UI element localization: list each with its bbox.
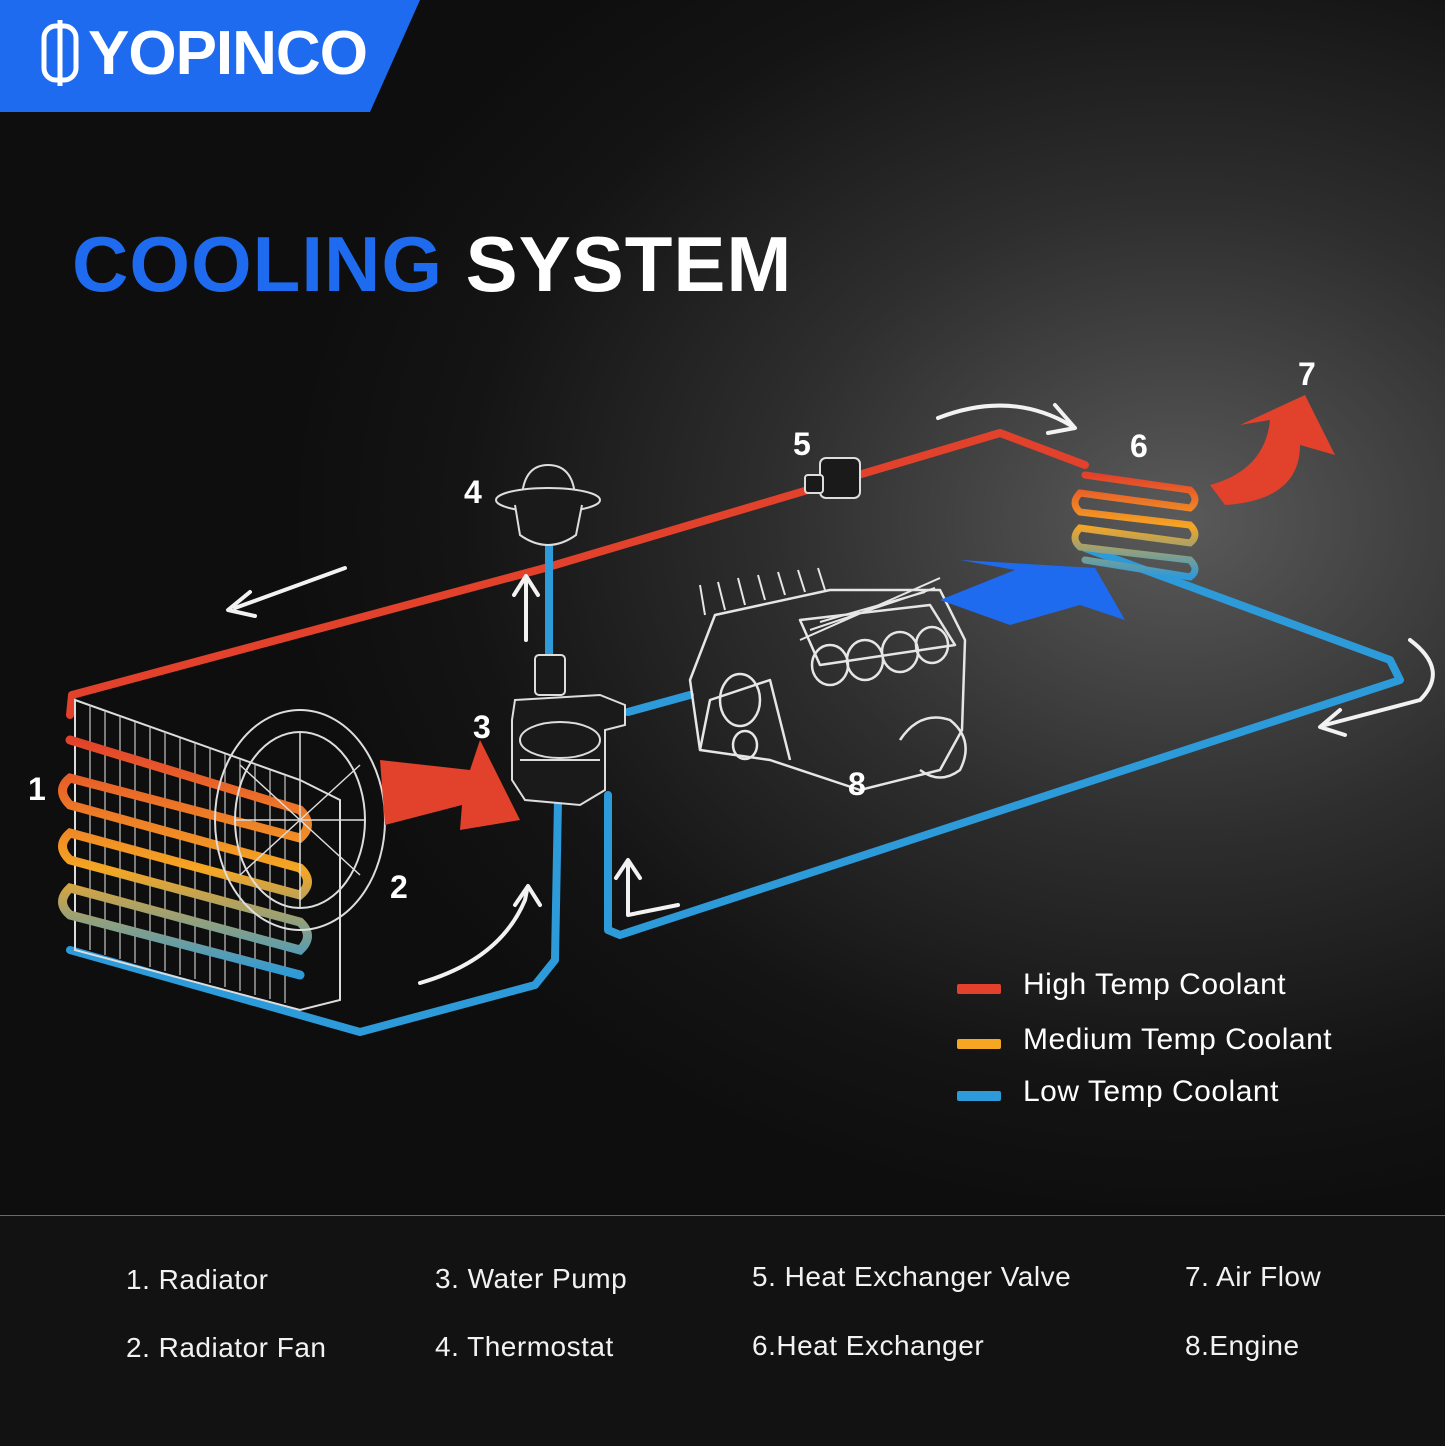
component-radiator: 1. Radiator — [126, 1264, 269, 1295]
legend-swatch-medium — [957, 1039, 1001, 1049]
air-flow-arrow-icon — [1210, 395, 1335, 505]
legend-item-low: Low Temp Coolant — [955, 1069, 1395, 1121]
title-word-cooling: COOLING — [72, 220, 443, 308]
brand-name: YOPINCO — [88, 19, 368, 88]
component-heat-exchanger: 6.Heat Exchanger — [752, 1330, 985, 1361]
legend-swatch-low — [957, 1091, 1001, 1101]
label-number-5: 5 — [793, 426, 811, 462]
heat-exchanger-icon — [1071, 471, 1199, 581]
thermostat-icon — [495, 463, 601, 546]
label-number-7: 7 — [1298, 356, 1316, 392]
low-temp-bottom-pipe — [66, 796, 562, 1036]
label-number-3: 3 — [473, 709, 491, 745]
radiator-icon — [58, 698, 341, 1012]
water-pump-icon — [511, 654, 626, 807]
label-number-8: 8 — [848, 766, 866, 802]
component-radiator-fan: 2. Radiator Fan — [126, 1332, 327, 1363]
high-temp-pipe — [66, 429, 1089, 719]
label-number-4: 4 — [464, 474, 482, 510]
brand-tab: YOPINCO — [0, 0, 420, 112]
valve-icon — [804, 457, 861, 499]
fan-airflow-arrow-icon — [380, 740, 520, 830]
low-temp-return-pipe — [604, 544, 1404, 939]
legend-swatch-high — [957, 984, 1001, 994]
label-number-2: 2 — [390, 869, 408, 905]
component-air-flow: 7. Air Flow — [1185, 1261, 1322, 1292]
blue-flow-arrow-icon — [940, 560, 1125, 625]
yopinco-logo-icon — [41, 20, 79, 86]
flow-direction-arrows — [226, 403, 1435, 985]
label-number-1: 1 — [28, 771, 46, 807]
legend-item-medium: Medium Temp Coolant — [955, 1017, 1395, 1069]
fan-icon — [214, 709, 386, 931]
page-title: COOLING SYSTEM — [72, 218, 792, 310]
component-engine: 8.Engine — [1185, 1330, 1300, 1361]
legend-label-low: Low Temp Coolant — [1023, 1075, 1279, 1108]
coolant-pipes — [66, 429, 1404, 1036]
legend-label-medium: Medium Temp Coolant — [1023, 1023, 1333, 1056]
cooling-system-diagram: 1 2 3 4 5 6 7 8 — [28, 356, 1435, 1036]
engine-icon — [688, 567, 967, 792]
legend-label-high: High Temp Coolant — [1023, 968, 1287, 1001]
label-number-6: 6 — [1130, 428, 1148, 464]
title-word-system: SYSTEM — [465, 220, 793, 308]
component-thermostat: 4. Thermostat — [435, 1331, 614, 1362]
component-heat-exchanger-valve: 5. Heat Exchanger Valve — [752, 1261, 1072, 1292]
legend-item-high: High Temp Coolant — [955, 962, 1395, 1014]
component-list: 1. Radiator 2. Radiator Fan 3. Water Pum… — [0, 1215, 1445, 1446]
low-temp-engine-pipe — [624, 691, 694, 716]
component-water-pump: 3. Water Pump — [435, 1263, 628, 1294]
